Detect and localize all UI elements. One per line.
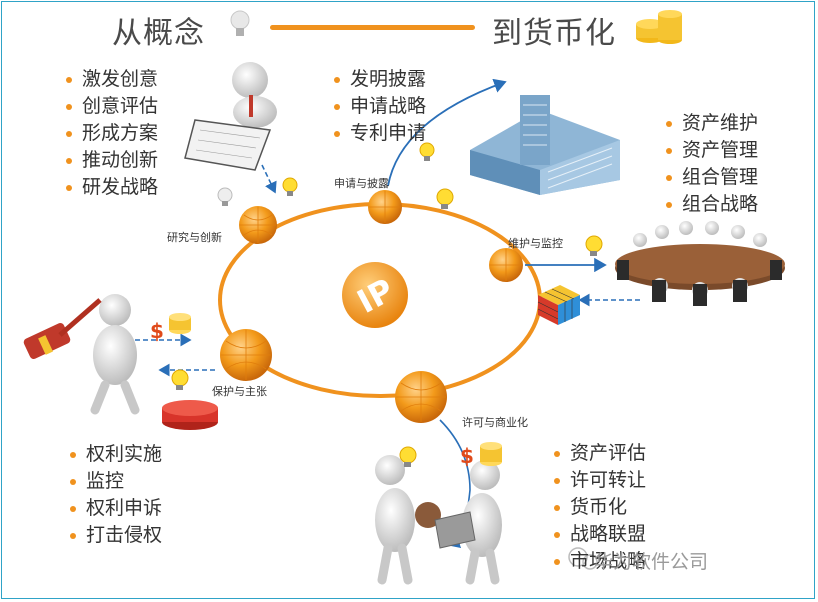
node-label-maintain: 维护与监控 xyxy=(508,237,563,250)
judge-figure-icon xyxy=(90,294,140,415)
svg-text:$: $ xyxy=(150,319,164,343)
ip-logo-icon: IP xyxy=(342,262,408,328)
node-label-apply: 申请与披露 xyxy=(334,177,389,190)
bullet-item: 许可转让 xyxy=(550,467,646,494)
node-apply-globe xyxy=(368,190,402,224)
bullet-list-protect: 权利实施 监控 权利申诉 打击侵权 xyxy=(66,441,162,549)
bullet-item: 组合战略 xyxy=(662,191,758,218)
bullet-item: 研发战略 xyxy=(62,174,158,201)
gold-coins-icon xyxy=(636,10,682,44)
node-license-globe xyxy=(395,371,447,423)
rubiks-cube-icon xyxy=(537,285,580,325)
arrow-to-building xyxy=(387,78,507,187)
lightbulb-icon xyxy=(230,10,250,36)
bullet-item: 推动创新 xyxy=(62,147,158,174)
bullet-item: 市场战略 xyxy=(550,548,646,575)
node-label-protect: 保护与主张 xyxy=(212,385,267,398)
lightbulb-gray-icon xyxy=(217,187,233,206)
bullet-item: 监控 xyxy=(66,468,162,495)
bullet-item: 资产评估 xyxy=(550,440,646,467)
lightbulb-license-icon xyxy=(399,446,417,467)
bullet-list-maintain: 资产维护 资产管理 组合管理 组合战略 xyxy=(662,110,758,218)
lightbulb-research-icon xyxy=(282,177,298,196)
node-label-license: 许可与商业化 xyxy=(462,416,528,429)
bullet-item: 激发创意 xyxy=(62,66,158,93)
svg-text:$: $ xyxy=(460,444,474,468)
node-label-research: 研究与创新 xyxy=(167,231,222,244)
boardroom-meeting-icon xyxy=(615,221,785,306)
bullet-item: 打击侵权 xyxy=(66,522,162,549)
title-from-concept: 从概念 xyxy=(112,16,205,51)
lightbulb-protect-icon xyxy=(171,369,189,390)
lightbulb-maintain-icon xyxy=(585,235,603,256)
lightbulb-apply-icon xyxy=(419,142,435,161)
dollar-coins-protect-icon: $ xyxy=(150,313,191,343)
watermark-text: 华为软件公司 xyxy=(594,551,709,573)
bullet-item: 权利实施 xyxy=(66,441,162,468)
title-connector-line xyxy=(270,25,475,30)
bullet-item: 形成方案 xyxy=(62,120,158,147)
exchange-figures-icon xyxy=(375,455,502,585)
title-to-monetization: 到货币化 xyxy=(492,16,616,51)
bullet-list-apply: 发明披露 申请战略 专利申请 xyxy=(330,66,426,147)
researcher-figure-icon xyxy=(184,62,277,171)
office-building-icon xyxy=(470,95,620,195)
dollar-coins-license-icon: $ xyxy=(460,442,502,468)
wechat-logo-icon xyxy=(568,547,598,570)
bullet-item: 专利申请 xyxy=(330,120,426,147)
node-protect-globe xyxy=(220,329,272,381)
node-research-globe xyxy=(239,206,277,244)
bullet-item: 申请战略 xyxy=(330,93,426,120)
arrow-researcher-to-node xyxy=(261,164,277,194)
red-button-icon xyxy=(162,400,218,430)
bullet-item: 资产维护 xyxy=(662,110,758,137)
bullet-item: 组合管理 xyxy=(662,164,758,191)
bullet-item: 战略联盟 xyxy=(550,521,646,548)
node-maintain-globe xyxy=(489,248,523,282)
bullet-item: 资产管理 xyxy=(662,137,758,164)
bullet-list-license: 资产评估 许可转让 货币化 战略联盟 市场战略 xyxy=(550,440,646,575)
bullet-item: 创意评估 xyxy=(62,93,158,120)
bullet-list-research: 激发创意 创意评估 形成方案 推动创新 研发战略 xyxy=(62,66,158,201)
bullet-item: 发明披露 xyxy=(330,66,426,93)
bullet-item: 货币化 xyxy=(550,494,646,521)
bullet-item: 权利申诉 xyxy=(66,495,162,522)
gavel-icon xyxy=(23,298,102,359)
lightbulb-building-icon xyxy=(436,188,454,209)
